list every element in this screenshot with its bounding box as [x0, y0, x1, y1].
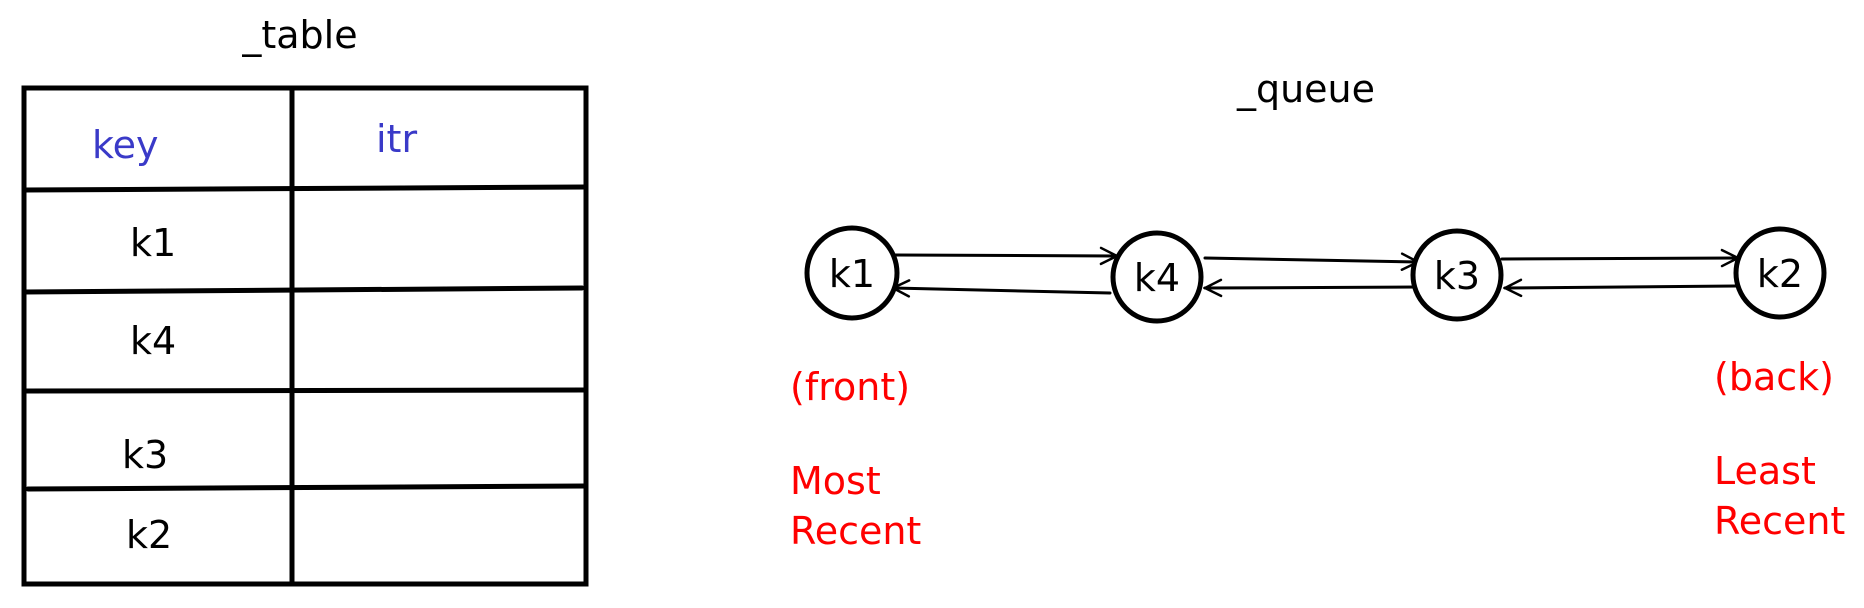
front-desc-line-1: Most — [790, 459, 881, 503]
front-label: (front) — [790, 365, 910, 409]
queue-node-circle — [1733, 226, 1827, 320]
prev-arrow — [1205, 287, 1420, 288]
queue-node-label: k4 — [1134, 256, 1180, 300]
queue-node: k1 — [804, 225, 900, 321]
table-row-key: k2 — [126, 513, 172, 557]
table-header-itr: itr — [376, 117, 417, 161]
queue-node-label: k1 — [829, 252, 875, 296]
table-row-divider — [21, 285, 585, 295]
queue-node-label: k2 — [1757, 252, 1803, 296]
table-border — [21, 85, 589, 587]
queue-node-circle — [804, 225, 900, 321]
table-row-divider — [21, 387, 589, 394]
queue-title: _queue — [1236, 67, 1375, 111]
queue-node-circle — [1110, 230, 1204, 324]
next-arrow — [1500, 258, 1738, 259]
table-row-divider — [25, 483, 589, 492]
queue-node: k4 — [1110, 230, 1204, 324]
table-grid — [21, 85, 589, 587]
queue-node: k3 — [1410, 228, 1504, 322]
queue-node: k2 — [1733, 226, 1827, 320]
queue-node-circle — [1410, 228, 1504, 322]
front-desc-line-2: Recent — [790, 509, 921, 553]
prev-arrow — [1505, 286, 1738, 288]
back-desc-line-2: Recent — [1714, 499, 1845, 543]
prev-arrow — [893, 288, 1112, 293]
back-desc-line-1: Least — [1714, 449, 1816, 493]
queue-node-label: k3 — [1434, 254, 1480, 298]
next-arrow — [1203, 258, 1418, 262]
back-label: (back) — [1714, 355, 1834, 399]
table-header-key: key — [92, 123, 159, 167]
table-row-key: k3 — [122, 433, 168, 477]
queue-links — [893, 255, 1738, 293]
table-row-key: k1 — [130, 221, 176, 265]
next-arrow — [893, 255, 1117, 256]
table-row-divider — [21, 184, 589, 193]
table-title: _table — [241, 13, 357, 57]
table-row-key: k4 — [130, 319, 176, 363]
